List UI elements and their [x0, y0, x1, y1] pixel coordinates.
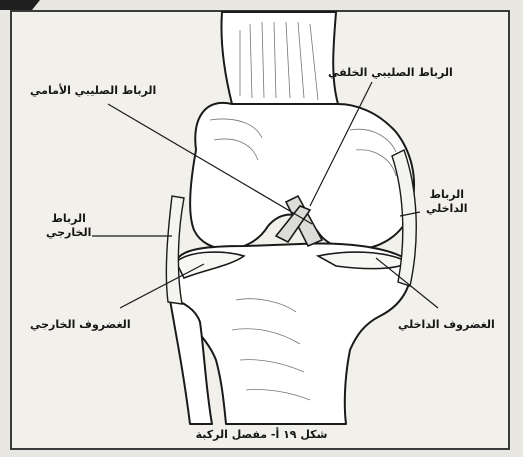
- figure-caption-container: شكل ١٩ أ- مفصل الركبة: [0, 423, 523, 442]
- label-posterior-cruciate-ligament: الرباط الصليبي الخلفي: [328, 66, 453, 80]
- figure-caption: شكل ١٩ أ- مفصل الركبة: [196, 428, 328, 442]
- label-internal-meniscus: الغضروف الداخلي: [398, 318, 495, 332]
- femur-shaft: [221, 12, 338, 104]
- label-external-ligament-line1: الرباط: [46, 212, 91, 226]
- label-external-ligament-line2: الخارجي: [46, 226, 91, 240]
- tibia-bone: [176, 244, 410, 424]
- label-external-meniscus: الغضروف الخارجي: [30, 318, 131, 332]
- label-internal-ligament-line2: الداخلي: [426, 202, 468, 216]
- label-anterior-cruciate-ligament: الرباط الصليبي الأمامي: [30, 84, 156, 98]
- label-internal-ligament: الرباط الداخلي: [426, 188, 468, 216]
- label-internal-ligament-line1: الرباط: [426, 188, 468, 202]
- label-external-ligament: الرباط الخارجي: [46, 212, 91, 240]
